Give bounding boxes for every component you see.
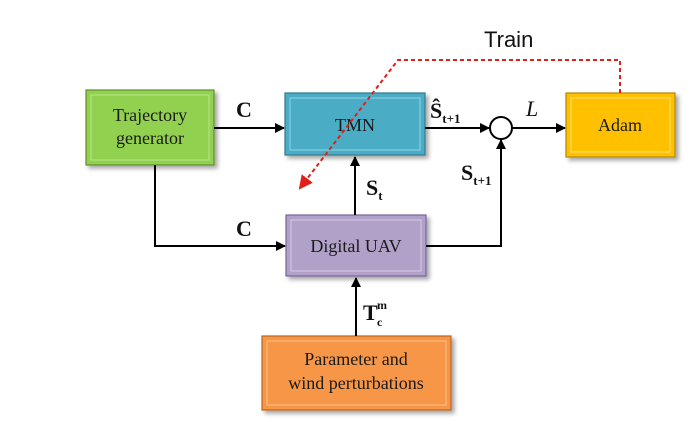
perturbations-label-line1: Parameter and [304,349,407,369]
train-label: Train [484,27,533,52]
tmn-label: TMN [335,115,375,135]
summing-junction [489,116,513,140]
trajectory-generator-label-line2: generator [116,128,184,148]
arrow-uav-to-junction [426,139,506,247]
t-c-m-label: T c m [363,298,387,329]
s-hat-label: Ŝt+1 [430,98,461,126]
perturbations-block: Parameter and wind perturbations [261,335,452,411]
perturbations-label-line2: wind perturbations [288,373,423,393]
adam-block: Adam [565,92,676,158]
svg-text:m: m [377,298,387,312]
svg-text:c: c [377,315,383,329]
arrow-traj-to-uav [154,165,286,251]
svg-text:T: T [363,300,378,325]
trajectory-generator-label-line1: Trajectory [113,105,187,125]
tmn-block: TMN [284,92,426,156]
train-feedback-line [298,59,621,190]
loss-label: L [525,96,538,121]
digital-uav-label: Digital UAV [310,236,401,256]
s-t-label: St [366,175,383,203]
s-t1-label: St+1 [461,160,492,188]
c-label-top: C [236,97,252,122]
digital-uav-block: Digital UAV [285,214,427,277]
adam-label: Adam [598,115,642,135]
trajectory-generator-block: Trajectory generator [85,89,215,166]
c-label-bottom: C [236,216,252,241]
